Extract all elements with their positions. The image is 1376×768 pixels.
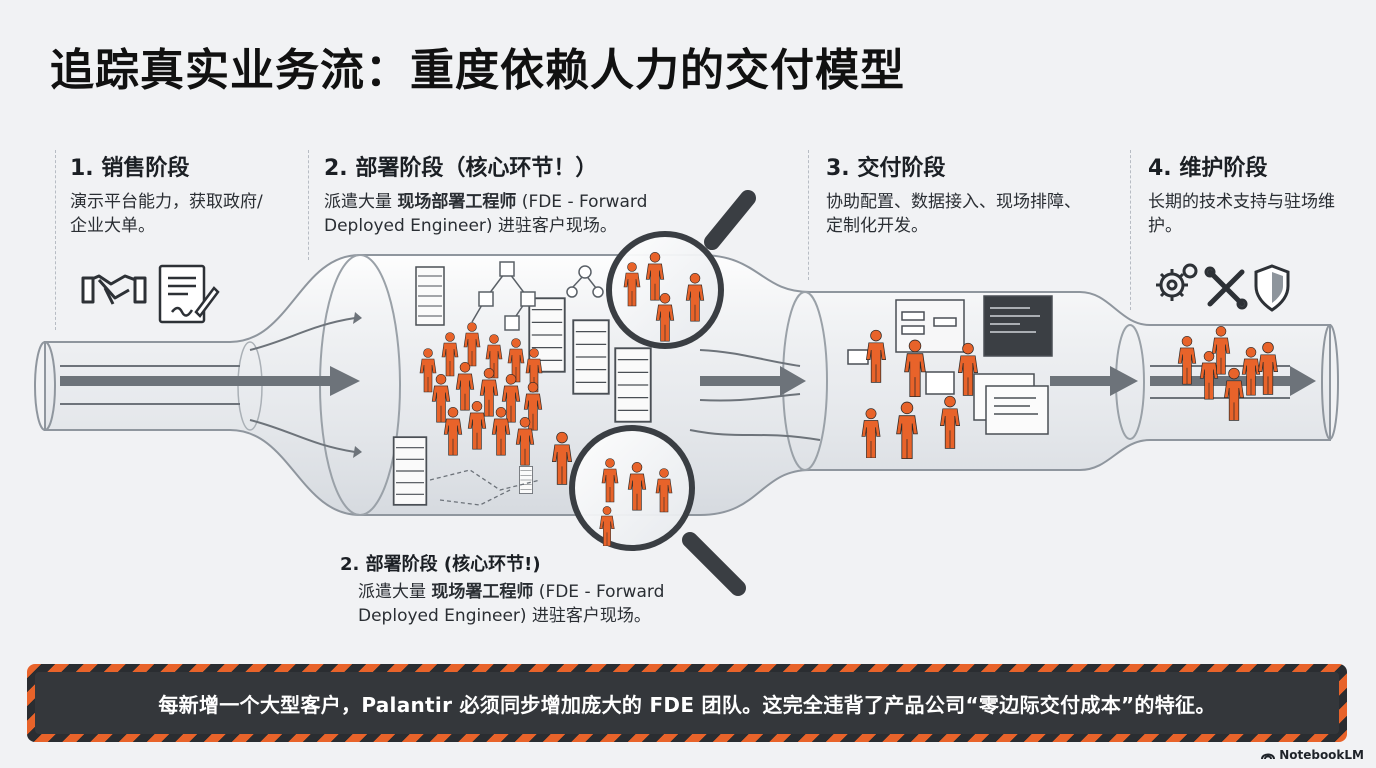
contract-icon <box>158 264 220 324</box>
stage-maintenance: 4. 维护阶段 长期的技术支持与驻场维护。 <box>1148 150 1348 238</box>
stage-description: 演示平台能力，获取政府/企业大单。 <box>70 192 263 236</box>
stage-description: 协助配置、数据接入、现场排障、定制化开发。 <box>826 192 1081 236</box>
shield-icon <box>1254 264 1290 312</box>
page-title: 追踪真实业务流：重度依赖人力的交付模型 <box>50 45 905 96</box>
gear-icon <box>1156 263 1198 301</box>
divider-4 <box>1130 150 1131 310</box>
warning-banner: 每新增一个大型客户，Palantir 必须同步增加庞大的 FDE 团队。这完全违… <box>27 664 1347 742</box>
divider-2 <box>308 150 309 260</box>
stage-description: 长期的技术支持与驻场维护。 <box>1148 192 1335 236</box>
wrench-icon <box>1204 266 1248 310</box>
magnifier-icon <box>569 425 746 596</box>
divider-3 <box>808 150 809 280</box>
handshake-icon <box>81 274 147 305</box>
stage-heading: 3. 交付阶段 <box>826 156 946 181</box>
stage-delivery: 3. 交付阶段 协助配置、数据接入、现场排障、定制化开发。 <box>826 150 1096 238</box>
divider-1 <box>55 150 56 330</box>
code-window-icon <box>847 295 1053 435</box>
stage-heading: 2. 部署阶段 (核心环节!) <box>340 554 541 575</box>
stage-heading: 4. 维护阶段 <box>1148 156 1268 181</box>
stage-deployment-callout: 2. 部署阶段 (核心环节!) 派遣大量 现场署工程师 (FDE - Forwa… <box>340 550 700 628</box>
brand-logo: NotebookLM <box>1261 748 1364 762</box>
notebooklm-icon <box>1261 753 1276 760</box>
stage-description: 派遣大量 现场部署工程师 (FDE - Forward Deployed Eng… <box>324 192 648 236</box>
stage-description: 派遣大量 现场署工程师 (FDE - Forward Deployed Engi… <box>358 582 665 626</box>
brand-name: NotebookLM <box>1279 748 1364 762</box>
stage-heading: 2. 部署阶段（核心环节！） <box>324 156 598 181</box>
stage-heading: 1. 销售阶段 <box>70 156 190 181</box>
network-node-icon <box>471 261 604 331</box>
banner-text: 每新增一个大型客户，Palantir 必须同步增加庞大的 FDE 团队。这完全违… <box>35 672 1339 734</box>
stage-deployment: 2. 部署阶段（核心环节！） 派遣大量 现场部署工程师 (FDE - Forwa… <box>324 150 684 238</box>
magnifier-icon <box>606 190 756 349</box>
stage-sales: 1. 销售阶段 演示平台能力，获取政府/企业大单。 <box>70 150 270 238</box>
